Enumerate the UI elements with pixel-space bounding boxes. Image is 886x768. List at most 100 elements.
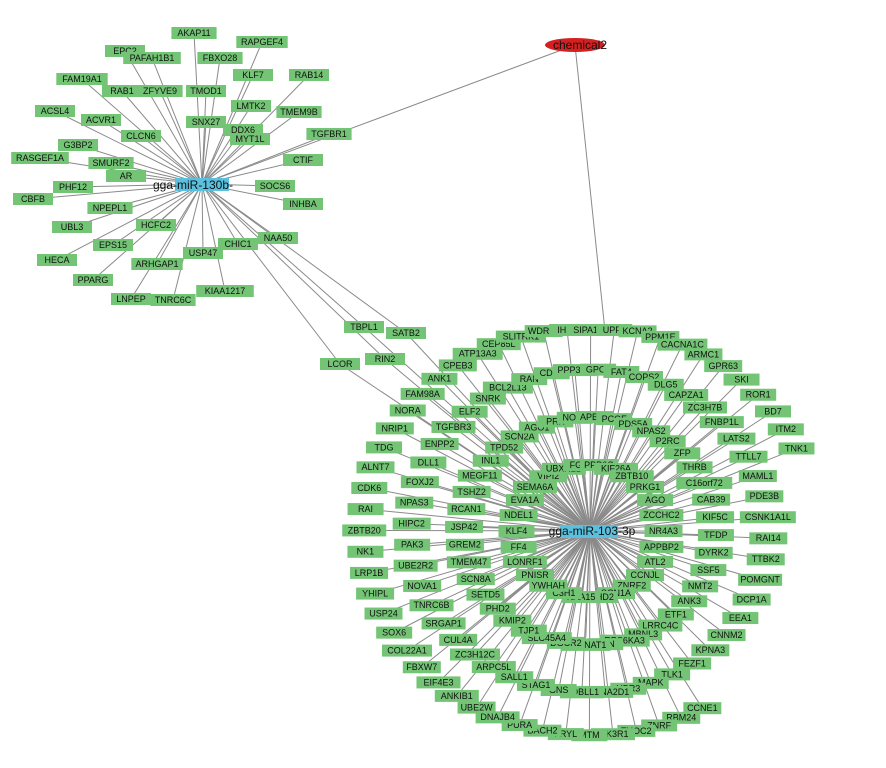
gene-node[interactable]: TNRC6C <box>150 294 196 306</box>
gene-node[interactable]: EEA1 <box>722 612 759 625</box>
gene-node[interactable]: RIN2 <box>365 353 405 365</box>
gene-node[interactable]: FF4 <box>500 540 537 553</box>
gene-node[interactable]: NR4A3 <box>644 525 683 537</box>
gene-node[interactable]: KLF4 <box>498 525 535 537</box>
gene-node[interactable]: PRKG1 <box>626 480 665 493</box>
gene-node[interactable]: TNK1 <box>778 442 815 455</box>
gene-node[interactable]: CNNM2 <box>707 629 746 642</box>
gene-node[interactable]: CHIC1 <box>218 238 258 250</box>
gene-node[interactable]: FBXO28 <box>197 52 243 64</box>
gene-node[interactable]: KLF7 <box>233 69 273 81</box>
gene-node[interactable]: CPEB3 <box>438 359 477 372</box>
gene-node[interactable]: FAM19A1 <box>56 73 108 85</box>
gene-node[interactable]: TFDP <box>697 529 734 542</box>
gene-node[interactable]: LATS2 <box>717 432 756 445</box>
gene-node[interactable]: NOVA1 <box>403 579 442 592</box>
gene-node[interactable]: KIAA1217 <box>196 285 254 297</box>
gene-node[interactable]: CCNE1 <box>683 702 722 715</box>
gene-node[interactable]: TDG <box>366 441 403 454</box>
chemical-hub[interactable]: chemical2 <box>545 38 607 52</box>
gene-node[interactable]: ZFP <box>664 447 701 460</box>
gene-node[interactable]: DCP1A <box>732 593 771 606</box>
gene-node[interactable]: RAB1 <box>102 85 142 97</box>
gene-node[interactable]: CTIF <box>283 154 323 166</box>
gene-node[interactable]: ATL2 <box>637 555 674 568</box>
gene-node[interactable]: ZBTB20 <box>342 524 387 537</box>
gene-node[interactable]: CSNK1A1L <box>739 511 796 524</box>
gene-node[interactable]: USP24 <box>364 607 403 620</box>
gene-node[interactable]: TGFBR1 <box>306 128 352 140</box>
gene-node[interactable]: PAK3 <box>394 538 431 551</box>
gene-node[interactable]: FAM98A <box>400 387 445 400</box>
gene-node[interactable]: ARMC1 <box>684 348 723 361</box>
gene-node[interactable]: ACSL4 <box>35 105 75 117</box>
gene-node[interactable]: HECA <box>37 254 77 266</box>
gene-node[interactable]: G3BP2 <box>58 139 98 151</box>
gene-node[interactable]: C16orf72 <box>676 476 733 489</box>
gene-node[interactable]: TBPL1 <box>344 321 384 333</box>
gene-node[interactable]: CBFB <box>13 193 53 205</box>
gene-node[interactable]: P2RC <box>649 435 686 448</box>
gene-node[interactable]: SEMA6A <box>512 480 557 493</box>
gene-node[interactable]: NPAS3 <box>395 496 434 509</box>
gene-node[interactable]: PHF12 <box>53 181 93 193</box>
gene-node[interactable]: CUL4A <box>439 633 478 646</box>
gene-node[interactable]: ROR1 <box>740 388 777 401</box>
gene-node[interactable]: YWHAH <box>529 579 568 592</box>
gene-node[interactable]: TMOD1 <box>186 85 226 97</box>
gene-node[interactable]: KMIP2 <box>493 614 532 627</box>
gene-node[interactable]: FOXJ2 <box>400 476 439 489</box>
gene-node[interactable]: NPEPL1 <box>87 202 133 214</box>
gene-node[interactable]: SALL1 <box>495 671 534 684</box>
gene-node[interactable]: PPARG <box>73 274 113 286</box>
mirna-hub-103[interactable]: gga-miR-103-3p <box>549 524 636 538</box>
gene-node[interactable]: SNX27 <box>186 116 226 128</box>
gene-node[interactable]: NDEL1 <box>499 509 538 522</box>
gene-node[interactable]: RCAN1 <box>447 503 486 516</box>
gene-node[interactable]: ARPC5L <box>471 661 516 674</box>
gene-node[interactable]: GREM2 <box>445 538 484 551</box>
gene-node[interactable]: JSP42 <box>445 520 484 533</box>
gene-node[interactable]: NAA50 <box>258 232 298 244</box>
gene-node[interactable]: TNRC6B <box>409 599 454 612</box>
gene-node[interactable]: LRP1B <box>350 566 389 579</box>
gene-node[interactable]: TPD52 <box>485 441 524 454</box>
gene-node[interactable]: LCOR <box>320 358 360 370</box>
gene-node[interactable]: POMGNT <box>738 573 783 586</box>
gene-node[interactable]: SOX6 <box>376 626 413 639</box>
gene-node[interactable]: ALNT7 <box>356 461 395 474</box>
gene-node[interactable]: ARHGAP1 <box>131 258 183 270</box>
gene-node[interactable]: DLL1 <box>410 456 447 469</box>
gene-node[interactable]: TSHZ2 <box>452 485 491 498</box>
gene-node[interactable]: ZCCHC2 <box>639 509 684 522</box>
gene-node[interactable]: AKAP11 <box>171 27 217 39</box>
gene-node[interactable]: MEGF11 <box>457 469 502 482</box>
gene-node[interactable]: SNRK <box>469 392 506 405</box>
gene-node[interactable]: BD7 <box>755 405 792 418</box>
gene-node[interactable]: ANKIB1 <box>434 689 479 702</box>
gene-node[interactable]: ZC3H7B <box>682 401 727 414</box>
gene-node[interactable]: SETD5 <box>466 588 505 601</box>
gene-node[interactable]: PHD2 <box>479 602 516 615</box>
gene-node[interactable]: INHBA <box>283 198 323 210</box>
gene-node[interactable]: ATP13A3 <box>452 347 503 360</box>
gene-node[interactable]: RASGEF1A <box>11 152 69 164</box>
gene-node[interactable]: SATB2 <box>386 327 426 339</box>
gene-node[interactable]: NPAS2 <box>632 425 671 438</box>
gene-node[interactable]: AGO <box>637 494 674 507</box>
gene-node[interactable]: EPS15 <box>93 239 133 251</box>
gene-node[interactable]: ITM2 <box>767 423 804 436</box>
gene-node[interactable]: TGFBR3 <box>431 420 476 433</box>
gene-node[interactable]: INL1 <box>472 454 509 467</box>
gene-node[interactable]: TMEM47 <box>446 556 491 569</box>
gene-node[interactable]: NK1 <box>347 545 384 558</box>
gene-node[interactable]: PNISR <box>515 569 554 582</box>
gene-node[interactable]: TMEM9B <box>276 106 322 118</box>
gene-node[interactable]: AR <box>106 170 146 182</box>
gene-node[interactable]: ELF2 <box>451 405 488 418</box>
gene-node[interactable]: SRGAP1 <box>421 617 466 630</box>
gene-node[interactable]: PDE3B <box>745 490 784 503</box>
gene-node[interactable]: YHIPL <box>356 587 395 600</box>
gene-node[interactable]: CAB39 <box>692 493 731 506</box>
gene-node[interactable]: DYRK2 <box>694 546 733 559</box>
